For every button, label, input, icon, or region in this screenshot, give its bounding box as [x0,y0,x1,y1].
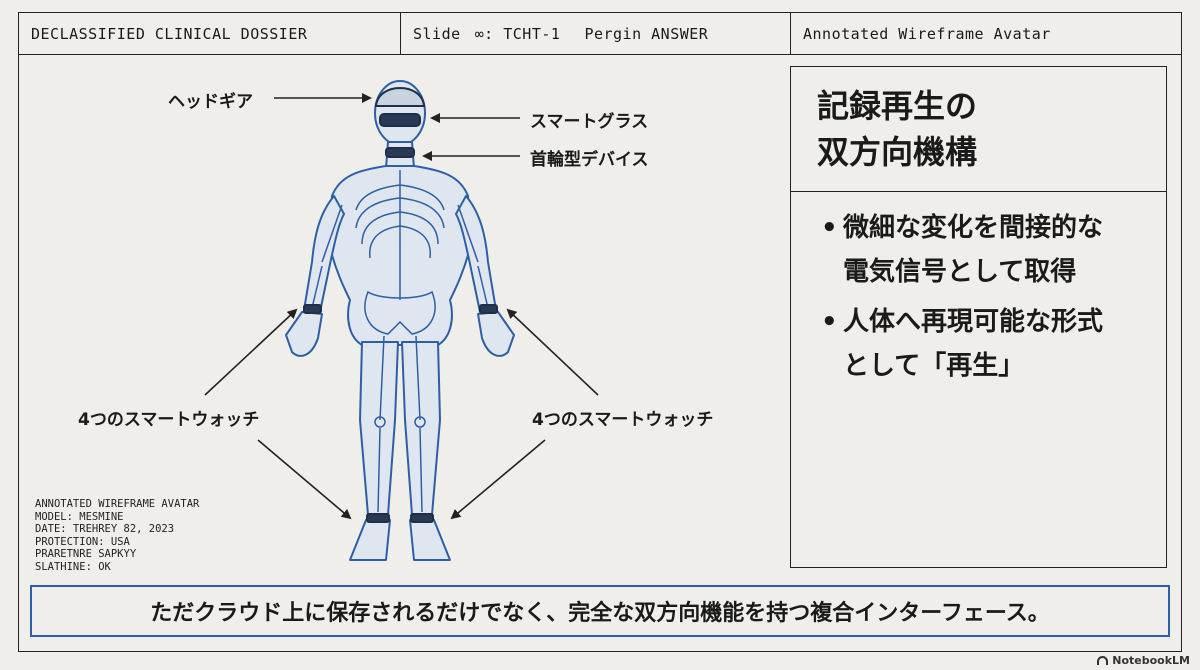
panel-title-line: 双方向機構 [817,133,978,171]
metadata-line: MODEL: MESMINE [35,510,124,523]
bullet-text: 人体へ再現可能な形式 [843,307,1104,337]
watch-right-ankle [410,513,434,523]
callout-arrows [204,93,599,520]
panel-title-line: 記録再生の [817,87,978,125]
metadata-line: ANNOTATED WIREFRAME AVATAR [35,498,200,510]
metadata-line: PRARETNRE SAPKYY [35,548,137,560]
header-slide-info: Slide ∞: TCHT-1 Pergin ANSWER [401,13,791,54]
smart-glasses-device [379,113,421,127]
slide-label: Slide [413,24,461,43]
bullet-item: • 微細な変化を間接的な 電気信号として取得 [821,206,1156,294]
notebooklm-brand: NotebookLM [1097,654,1190,667]
callout-watch-right: 4つのスマートウォッチ [532,410,714,430]
callout-watch-left: 4つのスマートウォッチ [78,410,260,430]
brand-label: NotebookLM [1112,654,1190,667]
callout-neck-device: 首輪型デバイス [530,150,649,170]
bullet-text: 微細な変化を間接的な [843,213,1104,243]
headgear-device [374,87,426,107]
skeleton [311,170,489,513]
header-title: DECLASSIFIED CLINICAL DOSSIER [19,13,401,54]
watch-left-ankle [366,513,390,523]
panel-title: 記録再生の 双方向機構 [791,67,1166,192]
bullet-item: • 人体へ再現可能な形式 として「再生」 [821,300,1156,388]
bullet-text: として「再生」 [843,351,1025,381]
avatar-metadata: ANNOTATED WIREFRAME AVATAR MODEL: MESMIN… [35,498,199,573]
metadata-line: DATE: TREHREY 82, 2023 [35,523,175,535]
watch-right-wrist [479,304,498,314]
bullet-dot-icon: • [821,213,838,243]
slide-extra: Pergin ANSWER [584,24,709,43]
slide-frame: DECLASSIFIED CLINICAL DOSSIER Slide ∞: T… [18,12,1182,652]
slide-id: ∞: TCHT-1 [474,24,561,43]
callout-headgear: ヘッドギア [168,92,253,112]
bullet-text: 電気信号として取得 [843,257,1077,287]
caption-banner: ただクラウド上に保存されるだけでなく、完全な双方向機能を持つ複合インターフェース… [30,585,1170,637]
bullet-dot-icon: • [821,307,838,337]
neck-device [385,147,415,158]
info-panel: 記録再生の 双方向機構 • 微細な変化を間接的な 電気信号として取得 • 人体へ… [790,66,1167,568]
header-bar: DECLASSIFIED CLINICAL DOSSIER Slide ∞: T… [19,13,1181,55]
metadata-line: SLATHINE: OK [35,560,111,573]
header-subtitle: Annotated Wireframe Avatar [803,24,1051,43]
notebooklm-logo-icon [1097,656,1109,665]
panel-bullets: • 微細な変化を間接的な 電気信号として取得 • 人体へ再現可能な形式 として「… [791,192,1166,388]
callout-smart-glasses: スマートグラス [530,112,649,132]
metadata-line: PROTECTION: USA [35,535,130,548]
devices [303,87,498,523]
watch-left-wrist [303,304,322,314]
